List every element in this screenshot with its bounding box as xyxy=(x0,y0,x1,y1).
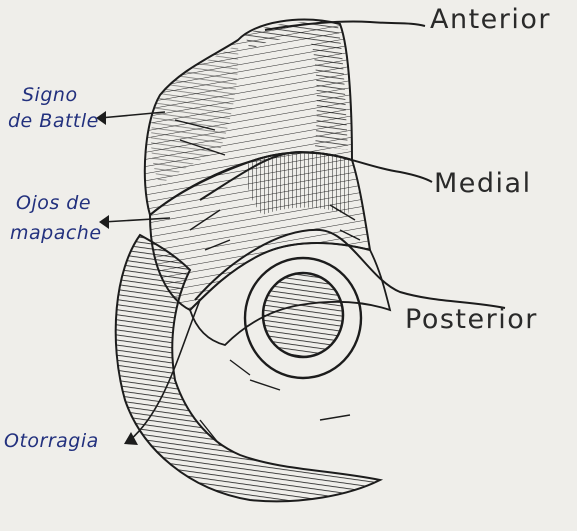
posterior-fossa-outline xyxy=(116,235,380,501)
label-ojos-line2: mapache xyxy=(10,224,102,244)
label-otorragia: Otorragia xyxy=(4,432,99,452)
label-posterior: Posterior xyxy=(405,306,538,334)
foramen-magnum xyxy=(263,273,343,357)
label-anterior: Anterior xyxy=(430,6,551,34)
label-medial: Medial xyxy=(434,170,532,198)
label-ojos-line1: Ojos de xyxy=(16,194,91,214)
label-signo-line2: de Battle xyxy=(8,112,99,132)
label-signo-line1: Signo xyxy=(22,86,78,106)
